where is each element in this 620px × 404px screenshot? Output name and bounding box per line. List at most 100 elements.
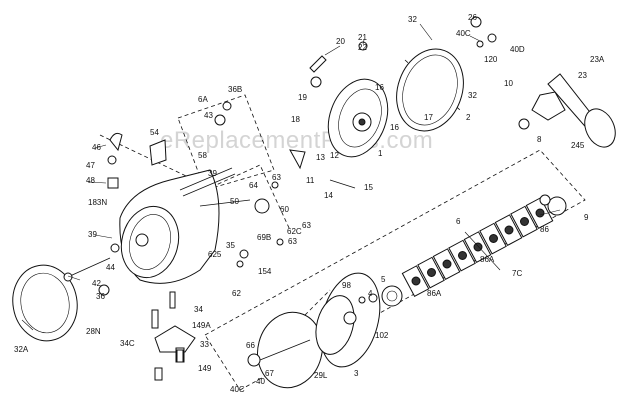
part-label-67: 67 [265, 369, 274, 378]
handle-part [518, 73, 616, 148]
part-label-32a: 32A [14, 345, 29, 354]
part-label-63: 63 [272, 173, 281, 182]
part-label-86a: 86A [427, 289, 442, 298]
part-label-149: 149 [198, 364, 212, 373]
frame-part [327, 78, 389, 158]
part-label-64: 64 [249, 181, 258, 190]
part-label-63: 63 [302, 221, 311, 230]
part-label-1: 1 [378, 149, 383, 158]
part-label-13: 13 [316, 153, 325, 162]
part-label-21: 21 [358, 33, 367, 42]
part-label-12: 12 [330, 151, 339, 160]
part-label-33: 33 [200, 340, 209, 349]
part-label-4: 4 [368, 289, 373, 298]
part-label-46: 46 [92, 143, 101, 152]
part-label-7c: 7C [512, 269, 522, 278]
part-label-102: 102 [375, 331, 389, 340]
part-label-29l: 29L [314, 371, 328, 380]
watermark: eReplacementParts.com [160, 127, 433, 154]
washer-hole [427, 268, 436, 277]
part-label-98: 98 [342, 281, 351, 290]
part-label-16: 16 [375, 83, 384, 92]
part-label-28n: 28N [86, 327, 101, 336]
part-label-9: 9 [584, 213, 589, 222]
part-label-60: 60 [280, 205, 289, 214]
left-side-plate-part [12, 264, 78, 342]
part-label-3: 3 [354, 369, 359, 378]
part-label-34: 34 [194, 305, 203, 314]
part-label-43: 43 [204, 111, 213, 120]
part-label-86a: 86A [480, 255, 495, 264]
washer-hole [458, 251, 467, 260]
part-label-32: 32 [468, 91, 477, 100]
part-label-36: 36 [96, 292, 105, 301]
part-label-149a: 149A [192, 321, 211, 330]
center-small-parts [98, 149, 567, 296]
part-label-34c: 34C [120, 339, 135, 348]
part-label-2: 2 [466, 113, 471, 122]
part-label-10: 10 [504, 79, 513, 88]
part-label-35: 35 [226, 241, 235, 250]
part-label-19: 19 [298, 93, 307, 102]
part-label-39: 39 [208, 169, 217, 178]
part-label-154: 154 [258, 267, 272, 276]
part-label-40: 40 [256, 377, 265, 386]
part-label-44: 44 [106, 263, 115, 272]
part-label-62: 62 [232, 289, 241, 298]
main-frame-part [119, 169, 220, 284]
side-plate-part [396, 48, 464, 132]
part-label-40c: 40C [230, 385, 245, 394]
washer-hole [411, 276, 421, 286]
part-label-40d: 40D [510, 45, 525, 54]
reel-clamp-part [151, 291, 196, 381]
part-label-625: 625 [208, 250, 222, 259]
part-label-16: 16 [390, 123, 399, 132]
gear-parts [358, 285, 403, 307]
part-label-23a: 23A [590, 55, 605, 64]
part-label-36b: 36B [228, 85, 242, 94]
part-label-11: 11 [306, 176, 315, 185]
washer-hole [489, 234, 498, 243]
part-label-245: 245 [571, 141, 585, 150]
part-label-8: 8 [537, 135, 542, 144]
shaft-parts [63, 167, 270, 282]
part-label-63: 63 [288, 237, 297, 246]
left-small-parts [107, 132, 167, 189]
part-label-66: 66 [246, 341, 255, 350]
leader-lines [21, 23, 561, 331]
part-label-5: 5 [381, 275, 386, 284]
part-label-6a: 6A [198, 95, 208, 104]
spool-part [247, 272, 381, 389]
part-label-47: 47 [86, 161, 95, 170]
part-label-15: 15 [364, 183, 373, 192]
part-label-18: 18 [291, 115, 300, 124]
part-label-20: 20 [336, 37, 345, 46]
part-label-69b: 69B [257, 233, 271, 242]
washer-hole [520, 217, 529, 226]
washer-hole [535, 208, 545, 218]
part-label-120: 120 [484, 55, 498, 64]
part-label-50: 50 [230, 197, 239, 206]
part-label-54: 54 [150, 128, 159, 137]
drag-washers [401, 197, 554, 298]
part-label-62c: 62C [287, 227, 302, 236]
washer-hole [473, 242, 483, 252]
part-label-17: 17 [424, 113, 433, 122]
part-label-48: 48 [86, 176, 95, 185]
part-label-32: 32 [408, 15, 417, 24]
part-label-6: 6 [456, 217, 461, 226]
part-label-183n: 183N [88, 198, 107, 207]
small-hardware-top [214, 16, 497, 126]
washer-hole [442, 259, 452, 269]
part-label-23: 23 [578, 71, 587, 80]
part-label-26: 26 [468, 13, 477, 22]
part-label-86: 86 [540, 225, 549, 234]
part-label-42: 42 [92, 279, 101, 288]
washer-hole [504, 225, 514, 235]
part-label-22: 22 [358, 43, 367, 52]
part-label-58: 58 [198, 151, 207, 160]
part-label-39: 39 [88, 230, 97, 239]
